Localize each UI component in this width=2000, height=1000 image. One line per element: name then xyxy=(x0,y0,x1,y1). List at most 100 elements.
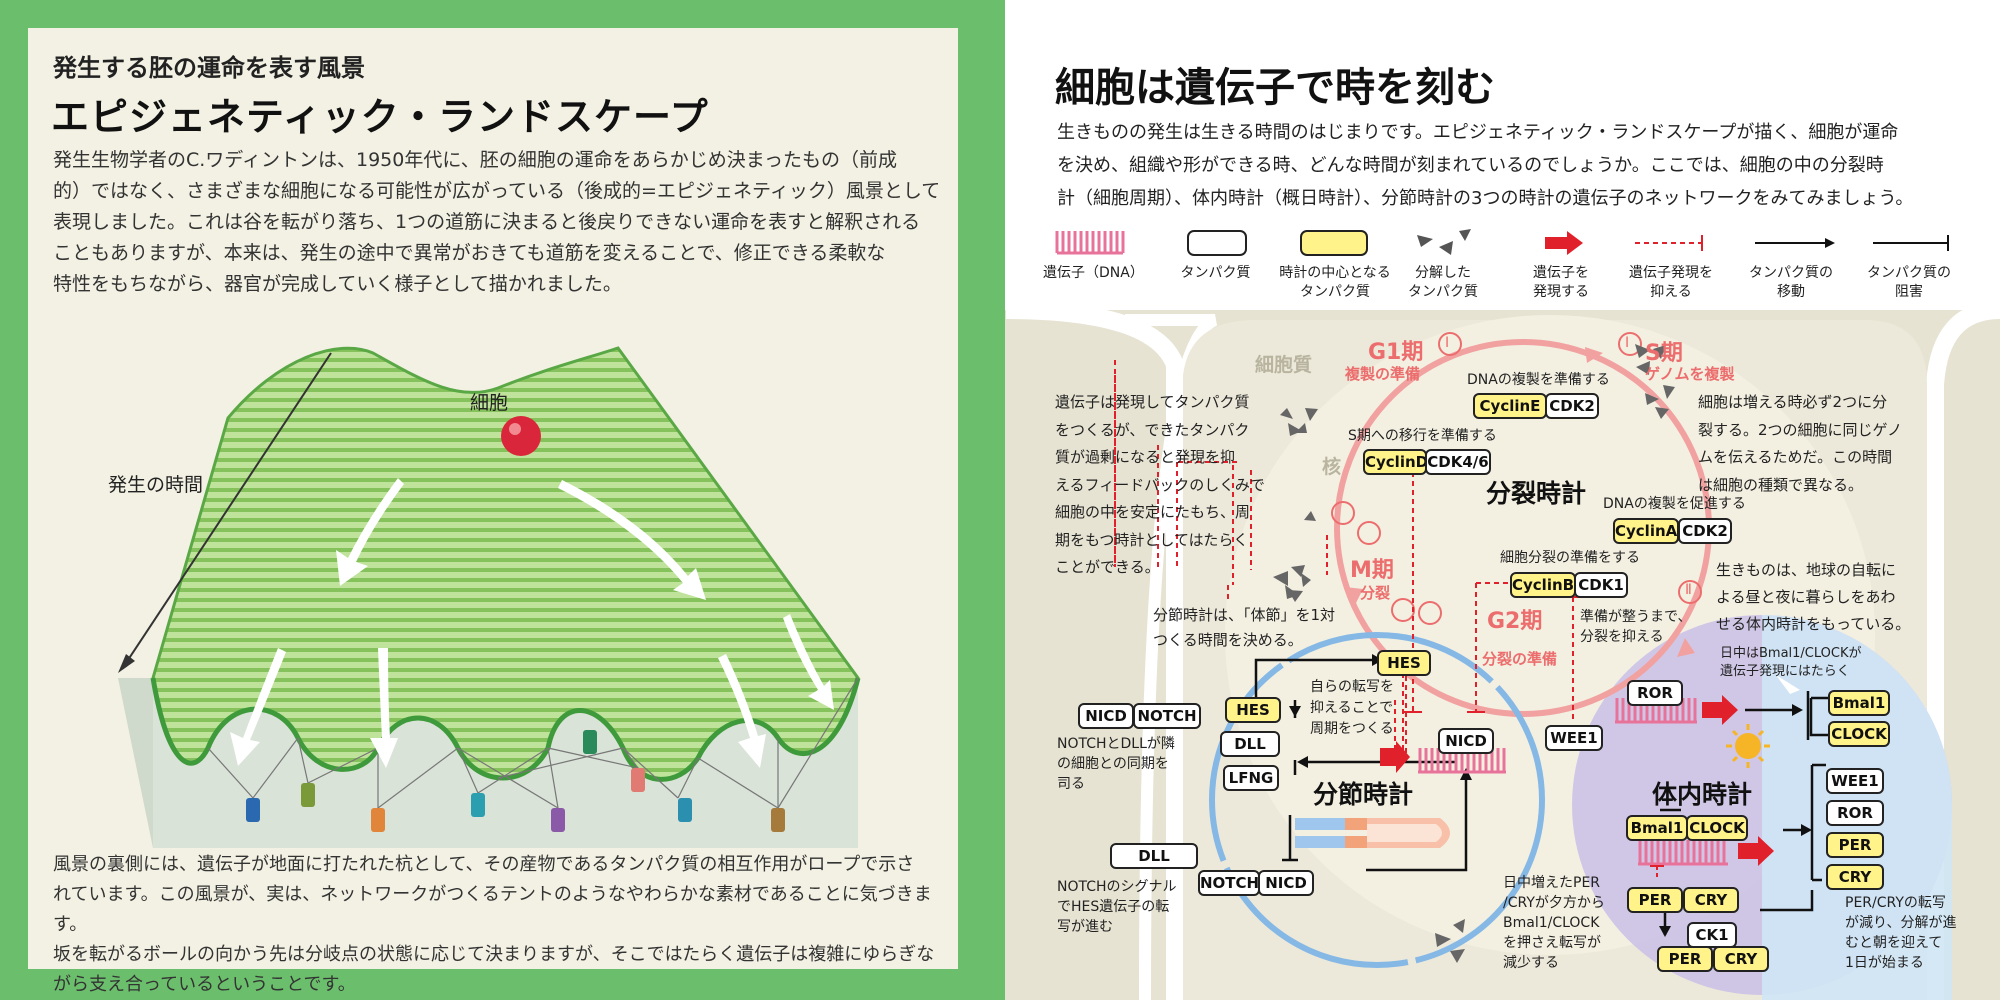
protein-nicd-b: NICD xyxy=(1258,870,1314,896)
protein-per-b: PER xyxy=(1657,946,1713,972)
protein-cdk1: CDK1 xyxy=(1574,572,1628,598)
right-title: 細胞は遺伝子で時を刻む xyxy=(1055,65,1495,111)
protein-cyclind: CyclinD xyxy=(1363,449,1428,475)
sun-icon xyxy=(1726,724,1770,768)
protein-ck1: CK1 xyxy=(1687,922,1737,948)
note-daytime: 日中はBmal1/CLOCKが 遺伝子発現にはたらく xyxy=(1720,646,1862,679)
protein-cdk2-a: CDK2 xyxy=(1545,393,1599,419)
label-dna-promote: DNAの複製を促進する xyxy=(1603,496,1746,512)
label-nucleus: 核 xyxy=(1322,456,1342,478)
legend-label: 遺伝子を 発現する xyxy=(1533,265,1589,300)
protein-cry-a: CRY xyxy=(1683,887,1739,913)
note-line: 細胞は増える時必ず2つに分 xyxy=(1698,393,1888,411)
protein-per: PER xyxy=(1826,832,1884,858)
phase-g1: G1期 xyxy=(1368,340,1424,365)
title-segmentation-clock: 分節時計 xyxy=(1313,780,1414,809)
note-self-repress: 自らの転写を 抑えることで 周期をつくる xyxy=(1310,679,1394,737)
gene-pegs xyxy=(246,730,785,832)
legend-label: タンパク質の 阻害 xyxy=(1867,265,1951,300)
legend-label: 遺伝子発現を 抑える xyxy=(1629,265,1713,300)
intro-line: 特性をもちながら、器官が完成していく様子として描かれました。 xyxy=(53,273,622,295)
title-circadian-clock: 体内時計 xyxy=(1652,780,1753,809)
note-line: せる体内時計をもっている。 xyxy=(1716,615,1911,633)
protein-ror: ROR xyxy=(1826,800,1884,826)
protein-wee1-circ: WEE1 xyxy=(1826,768,1884,794)
phase-g2-sub: 分裂の準備 xyxy=(1482,650,1558,668)
title-cell-cycle-clock: 分裂時計 xyxy=(1486,479,1587,508)
core-protein-box-icon xyxy=(1300,230,1368,256)
repress-line-icon xyxy=(1635,235,1703,251)
protein-hes-top: HES xyxy=(1377,650,1431,676)
express-arrow-icon xyxy=(1545,231,1583,255)
note-feedback: 遺伝子は発現してタンパク質 をつくるが、できたタンパク 質が過剰になると発現を抑… xyxy=(1055,389,1265,582)
degraded-protein-icon xyxy=(1417,229,1471,255)
move-arrow-icon xyxy=(1755,238,1835,248)
protein-cyclina: CyclinA xyxy=(1613,518,1679,544)
right-intro: 生きものの発生は生きる時間のはじまりです。エピジェネティック・ランドスケープが描… xyxy=(1057,116,1987,215)
moon-icon xyxy=(1677,738,1702,764)
note-line: をつくるが、できたタンパク xyxy=(1055,420,1250,439)
note-line: は細胞の種類で異なる。 xyxy=(1698,475,1864,494)
bottom-line: 坂を転がるボールの向かう先は分岐点の状態に応じて決まりますが、そこではたらく遺伝… xyxy=(53,944,935,965)
protein-nicd-a: NICD xyxy=(1078,703,1134,729)
note-line: 生きものは、地球の自転に xyxy=(1716,561,1897,579)
note-line: ムを伝えるためだ。この時間 xyxy=(1698,448,1893,466)
phase-m: M期 xyxy=(1350,558,1394,583)
note-line: 期をもつ時計としてはたらく xyxy=(1055,530,1249,549)
left-subtitle: 発生する胚の運命を表す風景 xyxy=(53,54,365,82)
protein-box-icon xyxy=(1187,230,1247,256)
phase-s-num: Ⅰ xyxy=(1625,335,1630,351)
label-cytoplasm: 細胞質 xyxy=(1255,354,1313,376)
intro-line: 的）ではなく、さまざまな細胞になる可能性が広がっている（後成的=エピジェネティッ… xyxy=(53,180,941,202)
protein-cry: CRY xyxy=(1826,864,1884,890)
bottom-line: 風景の裏側には、遺伝子が地面に打たれた杭として、その産物であるタンパク質の相互作… xyxy=(53,854,915,875)
inhibit-line-icon xyxy=(1873,235,1949,251)
note-line: よる昼と夜に暮らしをあわ xyxy=(1716,588,1896,606)
segmentation-ring xyxy=(1209,632,1545,968)
protein-dll-b: DLL xyxy=(1110,843,1198,869)
protein-cyclinb: CyclinB xyxy=(1510,572,1576,598)
intro-line: を決め、組織や形ができる時、どんな時間が刻まれているのでしょうか。ここでは、細胞… xyxy=(1057,155,1884,176)
legend-icons xyxy=(1055,229,1949,256)
protein-clock-a: CLOCK xyxy=(1828,721,1890,747)
intro-line: こともありますが、本来は、発生の途中で異常がおきても道筋を変えることで、修正でき… xyxy=(53,242,886,264)
intro-line: 計（細胞周期）、体内時計（概日時計）、分節時計の3つの時計の遺伝子のネットワーク… xyxy=(1057,188,1914,209)
protein-bmal1-b: Bmal1 xyxy=(1626,815,1688,841)
protein-dll-a: DLL xyxy=(1220,731,1280,757)
note-cell-division: 細胞は増える時必ず2つに分 裂する。2つの細胞に同じゲノ ムを伝えるためだ。この… xyxy=(1698,389,1902,499)
legend-labels: 遺伝子（DNA） タンパク質 時計の中心となる タンパク質 分解した タンパク質… xyxy=(1043,264,1983,308)
label-dna-prep: DNAの複製を準備する xyxy=(1467,372,1610,388)
protein-nicd-right: NICD xyxy=(1438,728,1494,754)
protein-hes-left: HES xyxy=(1225,697,1281,723)
label-cell: 細胞 xyxy=(470,392,509,414)
label-ready-note: 準備が整うまで、 分裂を抑える xyxy=(1580,609,1692,645)
protein-cycline: CyclinE xyxy=(1473,393,1547,419)
protein-cry-b: CRY xyxy=(1713,946,1769,972)
protein-cdk2-b: CDK2 xyxy=(1678,518,1732,544)
protein-wee1-cycle: WEE1 xyxy=(1545,725,1603,751)
protein-lfng: LFNG xyxy=(1223,765,1279,791)
phase-s: S期 xyxy=(1645,341,1683,366)
phase-s-sub: ゲノムを複製 xyxy=(1645,365,1735,383)
note-line: ことができる。 xyxy=(1055,558,1160,576)
left-bottom-text: 風景の裏側には、遺伝子が地面に打たれた杭として、その産物であるタンパク質の相互作… xyxy=(53,850,958,1000)
left-title: エピジェネティック・ランドスケープ xyxy=(51,95,709,139)
legend-label: タンパク質の 移動 xyxy=(1749,265,1833,300)
note-line: 質が過剰になると発現を抑 xyxy=(1055,448,1236,466)
left-page-panel: 発生する胚の運命を表す風景 エピジェネティック・ランドスケープ 発生生物学者のC… xyxy=(28,28,958,995)
note-line: 裂する。2つの細胞に同じゲノ xyxy=(1698,420,1903,439)
protein-cdk46: CDK4/6 xyxy=(1425,449,1491,475)
epigenetic-landscape-illustration xyxy=(118,346,861,848)
protein-bmal1-a: Bmal1 xyxy=(1828,690,1890,716)
note-notch-dll: NOTCHとDLLが隣 の細胞との同期を 司る xyxy=(1057,736,1175,792)
time-axis-arrowhead xyxy=(118,654,135,673)
note-line: 細胞の中を安定にたもち、周 xyxy=(1055,503,1251,521)
rope-network xyxy=(207,677,859,809)
intro-line: 生きものの発生は生きる時間のはじまりです。エピジェネティック・ランドスケープが描… xyxy=(1057,122,1899,143)
note-line: 遺伝子は発現してタンパク質 xyxy=(1055,393,1250,411)
phase-g1-sub: 複製の準備 xyxy=(1345,365,1421,383)
label-s-prep: S期への移行を準備する xyxy=(1348,428,1497,444)
legend-label: 遺伝子（DNA） xyxy=(1043,265,1144,281)
protein-ror-top: ROR xyxy=(1627,680,1683,706)
